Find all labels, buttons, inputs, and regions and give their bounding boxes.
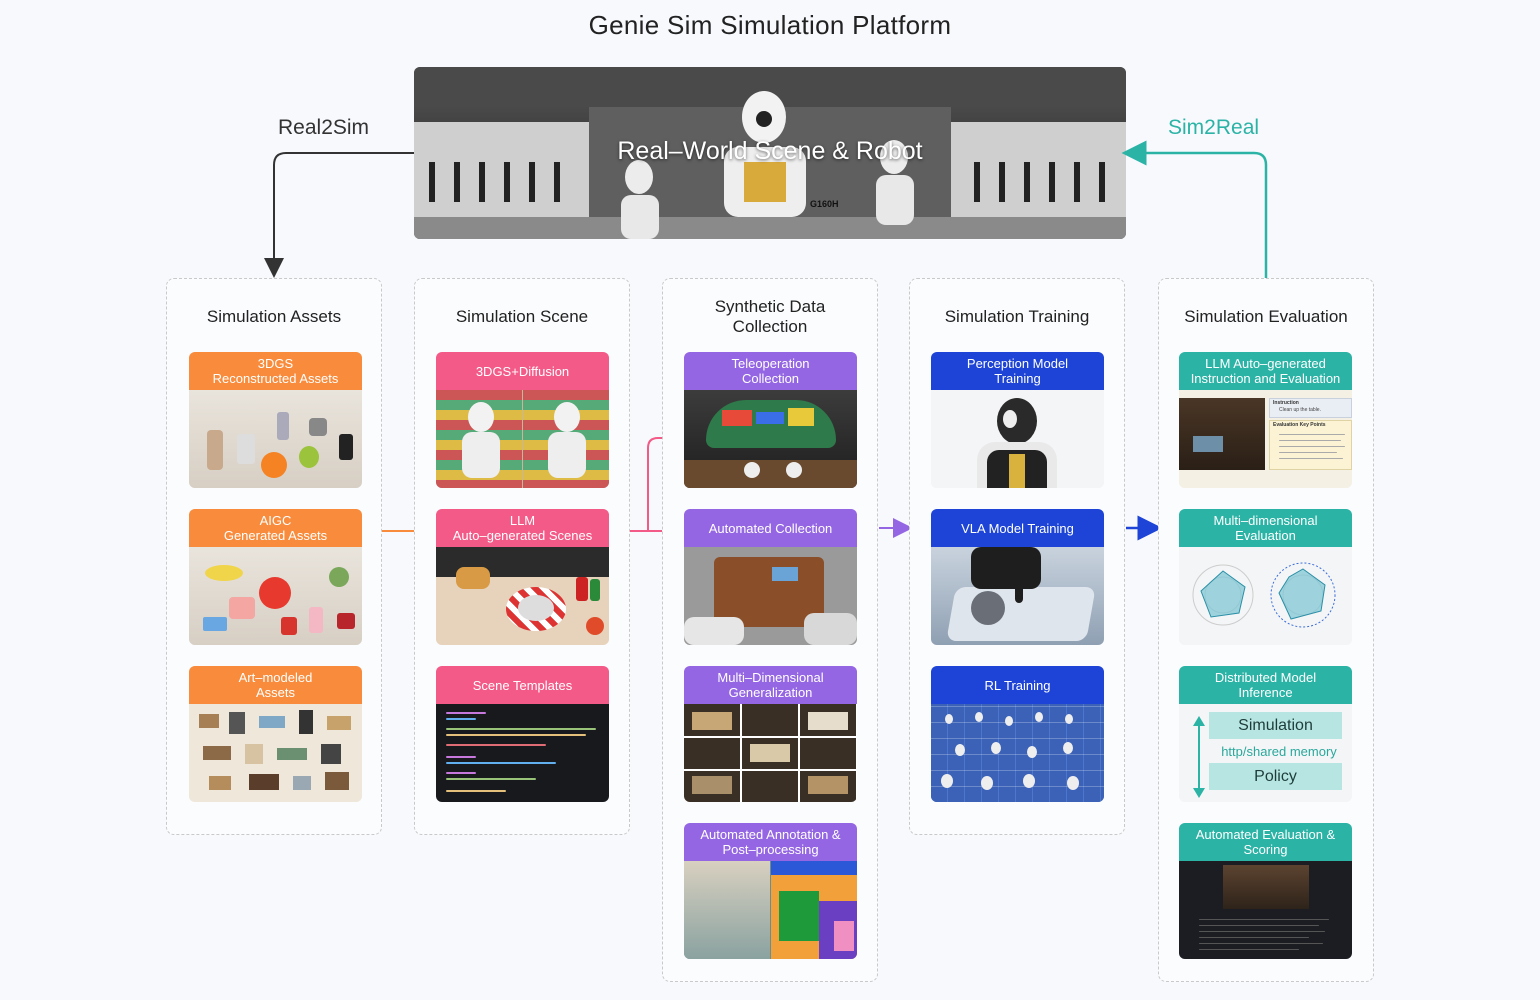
real2sim-label: Real2Sim: [278, 116, 369, 140]
sim2real-arrow: [1134, 153, 1266, 278]
radar-charts-image: [1179, 547, 1352, 645]
robot-store-image: [436, 390, 609, 488]
card-label: LLM Auto–generated Instruction and Evalu…: [1179, 352, 1352, 390]
variation-grid-image: [684, 704, 857, 802]
card-label: AIGC Generated Assets: [189, 509, 362, 547]
segmentation-image: [684, 861, 857, 959]
card-label: 3DGS+Diffusion: [436, 352, 609, 390]
real2sim-arrow: [274, 153, 414, 268]
card-label: Multi–dimensional Evaluation: [1179, 509, 1352, 547]
card-multi-dimensional-evaluation: Multi–dimensional Evaluation: [1179, 509, 1352, 645]
tabletop-objects-image: [189, 390, 362, 488]
card-label: Automated Collection: [684, 509, 857, 547]
transport-label: http/shared memory: [1209, 744, 1349, 759]
card-label: 3DGS Reconstructed Assets: [189, 352, 362, 390]
evaluation-screen-image: [1179, 861, 1352, 959]
card-label: RL Training: [931, 666, 1104, 704]
real-world-scene-image: Real–World Scene & Robot G160H: [414, 67, 1126, 239]
card-label: Automated Evaluation & Scoring: [1179, 823, 1352, 861]
card-perception-training: Perception Model Training: [931, 352, 1104, 488]
inference-diagram: Simulation http/shared memory Policy: [1179, 704, 1352, 802]
card-aigc-assets: AIGC Generated Assets: [189, 509, 362, 645]
microwave-grasp-image: [684, 547, 857, 645]
column-title: Simulation Training: [910, 307, 1124, 327]
instruction-title: Instruction: [1273, 400, 1299, 406]
card-automated-collection: Automated Collection: [684, 509, 857, 645]
robot-model-tag: G160H: [810, 199, 839, 209]
card-llm-scenes: LLM Auto–generated Scenes: [436, 509, 609, 645]
robot-head-image: [931, 390, 1104, 488]
card-annotation: Automated Annotation & Post–processing: [684, 823, 857, 959]
card-generalization: Multi–Dimensional Generalization: [684, 666, 857, 802]
card-3dgs-assets: 3DGS Reconstructed Assets: [189, 352, 362, 488]
robot-hand-phone-image: [931, 547, 1104, 645]
card-automated-evaluation-scoring: Automated Evaluation & Scoring: [1179, 823, 1352, 959]
vr-view-image: [684, 390, 857, 488]
table-food-image: [436, 547, 609, 645]
robot-fleet-image: [931, 704, 1104, 802]
card-label: Art–modeled Assets: [189, 666, 362, 704]
column-title: Simulation Evaluation: [1159, 307, 1373, 327]
bidirectional-arrow-icon: [1189, 714, 1209, 802]
card-label: Automated Annotation & Post–processing: [684, 823, 857, 861]
card-label: Multi–Dimensional Generalization: [684, 666, 857, 704]
column-title: Simulation Scene: [415, 307, 629, 327]
instruction-panel-image: Instruction Clean up the table. Evaluati…: [1179, 390, 1352, 488]
card-label: Teleoperation Collection: [684, 352, 857, 390]
radar-charts-graphic: [1179, 547, 1352, 645]
card-label: VLA Model Training: [931, 509, 1104, 547]
hero-label: Real–World Scene & Robot: [414, 137, 1126, 166]
policy-node: Policy: [1209, 763, 1342, 790]
card-scene-templates: Scene Templates: [436, 666, 609, 802]
column-title: Simulation Assets: [167, 307, 381, 327]
card-teleoperation: Teleoperation Collection: [684, 352, 857, 488]
evaluation-key-points-title: Evaluation Key Points: [1273, 422, 1326, 428]
card-label: Distributed Model Inference: [1179, 666, 1352, 704]
card-label: Perception Model Training: [931, 352, 1104, 390]
column-title: Synthetic Data Collection: [663, 297, 877, 337]
sim2real-label: Sim2Real: [1168, 116, 1259, 140]
card-label: LLM Auto–generated Scenes: [436, 509, 609, 547]
page-title: Genie Sim Simulation Platform: [0, 10, 1540, 41]
card-llm-instruction-evaluation: LLM Auto–generated Instruction and Evalu…: [1179, 352, 1352, 488]
card-art-modeled-assets: Art–modeled Assets: [189, 666, 362, 802]
simulation-node: Simulation: [1209, 712, 1342, 739]
card-label: Scene Templates: [436, 666, 609, 704]
card-3dgs-diffusion: 3DGS+Diffusion: [436, 352, 609, 488]
generated-objects-image: [189, 547, 362, 645]
code-editor-image: [436, 704, 609, 802]
card-vla-training: VLA Model Training: [931, 509, 1104, 645]
instruction-text: Clean up the table.: [1279, 407, 1321, 413]
card-distributed-inference: Distributed Model Inference Simulation h…: [1179, 666, 1352, 802]
card-rl-training: RL Training: [931, 666, 1104, 802]
furniture-grid-image: [189, 704, 362, 802]
